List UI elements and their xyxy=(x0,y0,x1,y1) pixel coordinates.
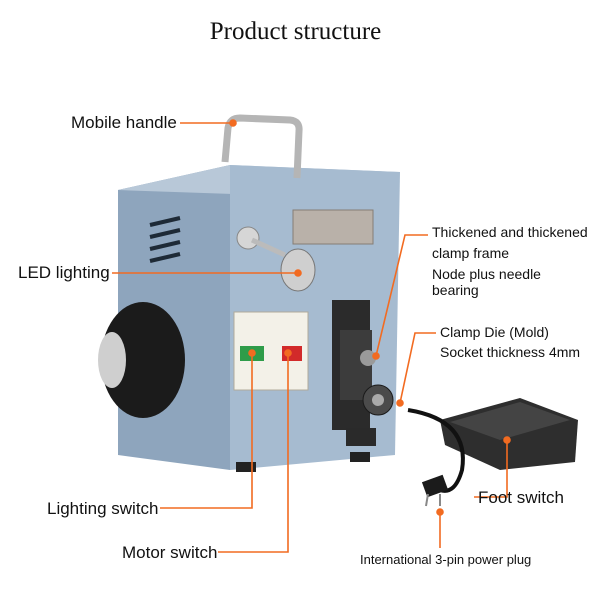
label-clamp-frame-line2: clamp frame xyxy=(432,245,510,261)
label-mobile-handle: Mobile handle xyxy=(71,113,177,132)
leader-dot-power-plug xyxy=(436,508,444,516)
label-power-plug: International 3-pin power plug xyxy=(360,552,532,567)
leader-lighting-switch xyxy=(160,353,253,509)
label-foot-switch: Foot switch xyxy=(478,488,564,507)
label-clamp-die-line1: Clamp Die (Mold) xyxy=(440,324,549,340)
page-title: Product structure xyxy=(209,18,382,45)
foot-pedal xyxy=(440,398,578,470)
label-clamp-die-line2: Socket thickness 4mm xyxy=(440,344,581,360)
clamp-frame xyxy=(332,300,394,446)
label-lighting-switch: Lighting switch xyxy=(47,499,159,518)
vent-slots xyxy=(149,216,181,263)
leader-dot-foot-switch xyxy=(503,436,511,444)
leader-dot-mobile-handle xyxy=(229,119,237,127)
label-clamp-frame-line3: Node plus needle bearing xyxy=(432,266,541,298)
leader-dot-clamp-die xyxy=(396,399,404,407)
motor-cylinder xyxy=(98,302,185,418)
leader-lines xyxy=(112,119,511,553)
label-clamp-frame-line1: Thickened and thickened xyxy=(432,224,588,240)
leader-foot-switch xyxy=(474,440,508,498)
power-plug xyxy=(421,474,449,507)
leader-dot-led-lighting xyxy=(294,269,302,277)
leader-clamp-frame xyxy=(375,234,428,357)
leader-dot-lighting-switch xyxy=(248,349,256,357)
leader-motor-switch xyxy=(218,353,289,553)
power-cord xyxy=(407,408,465,493)
leader-dot-clamp-frame xyxy=(372,352,380,360)
name-plate xyxy=(292,209,374,245)
leader-dot-motor-switch xyxy=(284,349,292,357)
label-motor-switch: Motor switch xyxy=(122,543,218,562)
foot xyxy=(350,452,370,462)
foot xyxy=(236,462,256,472)
label-led-lighting: LED lighting xyxy=(18,263,110,282)
leader-clamp-die xyxy=(399,332,436,404)
